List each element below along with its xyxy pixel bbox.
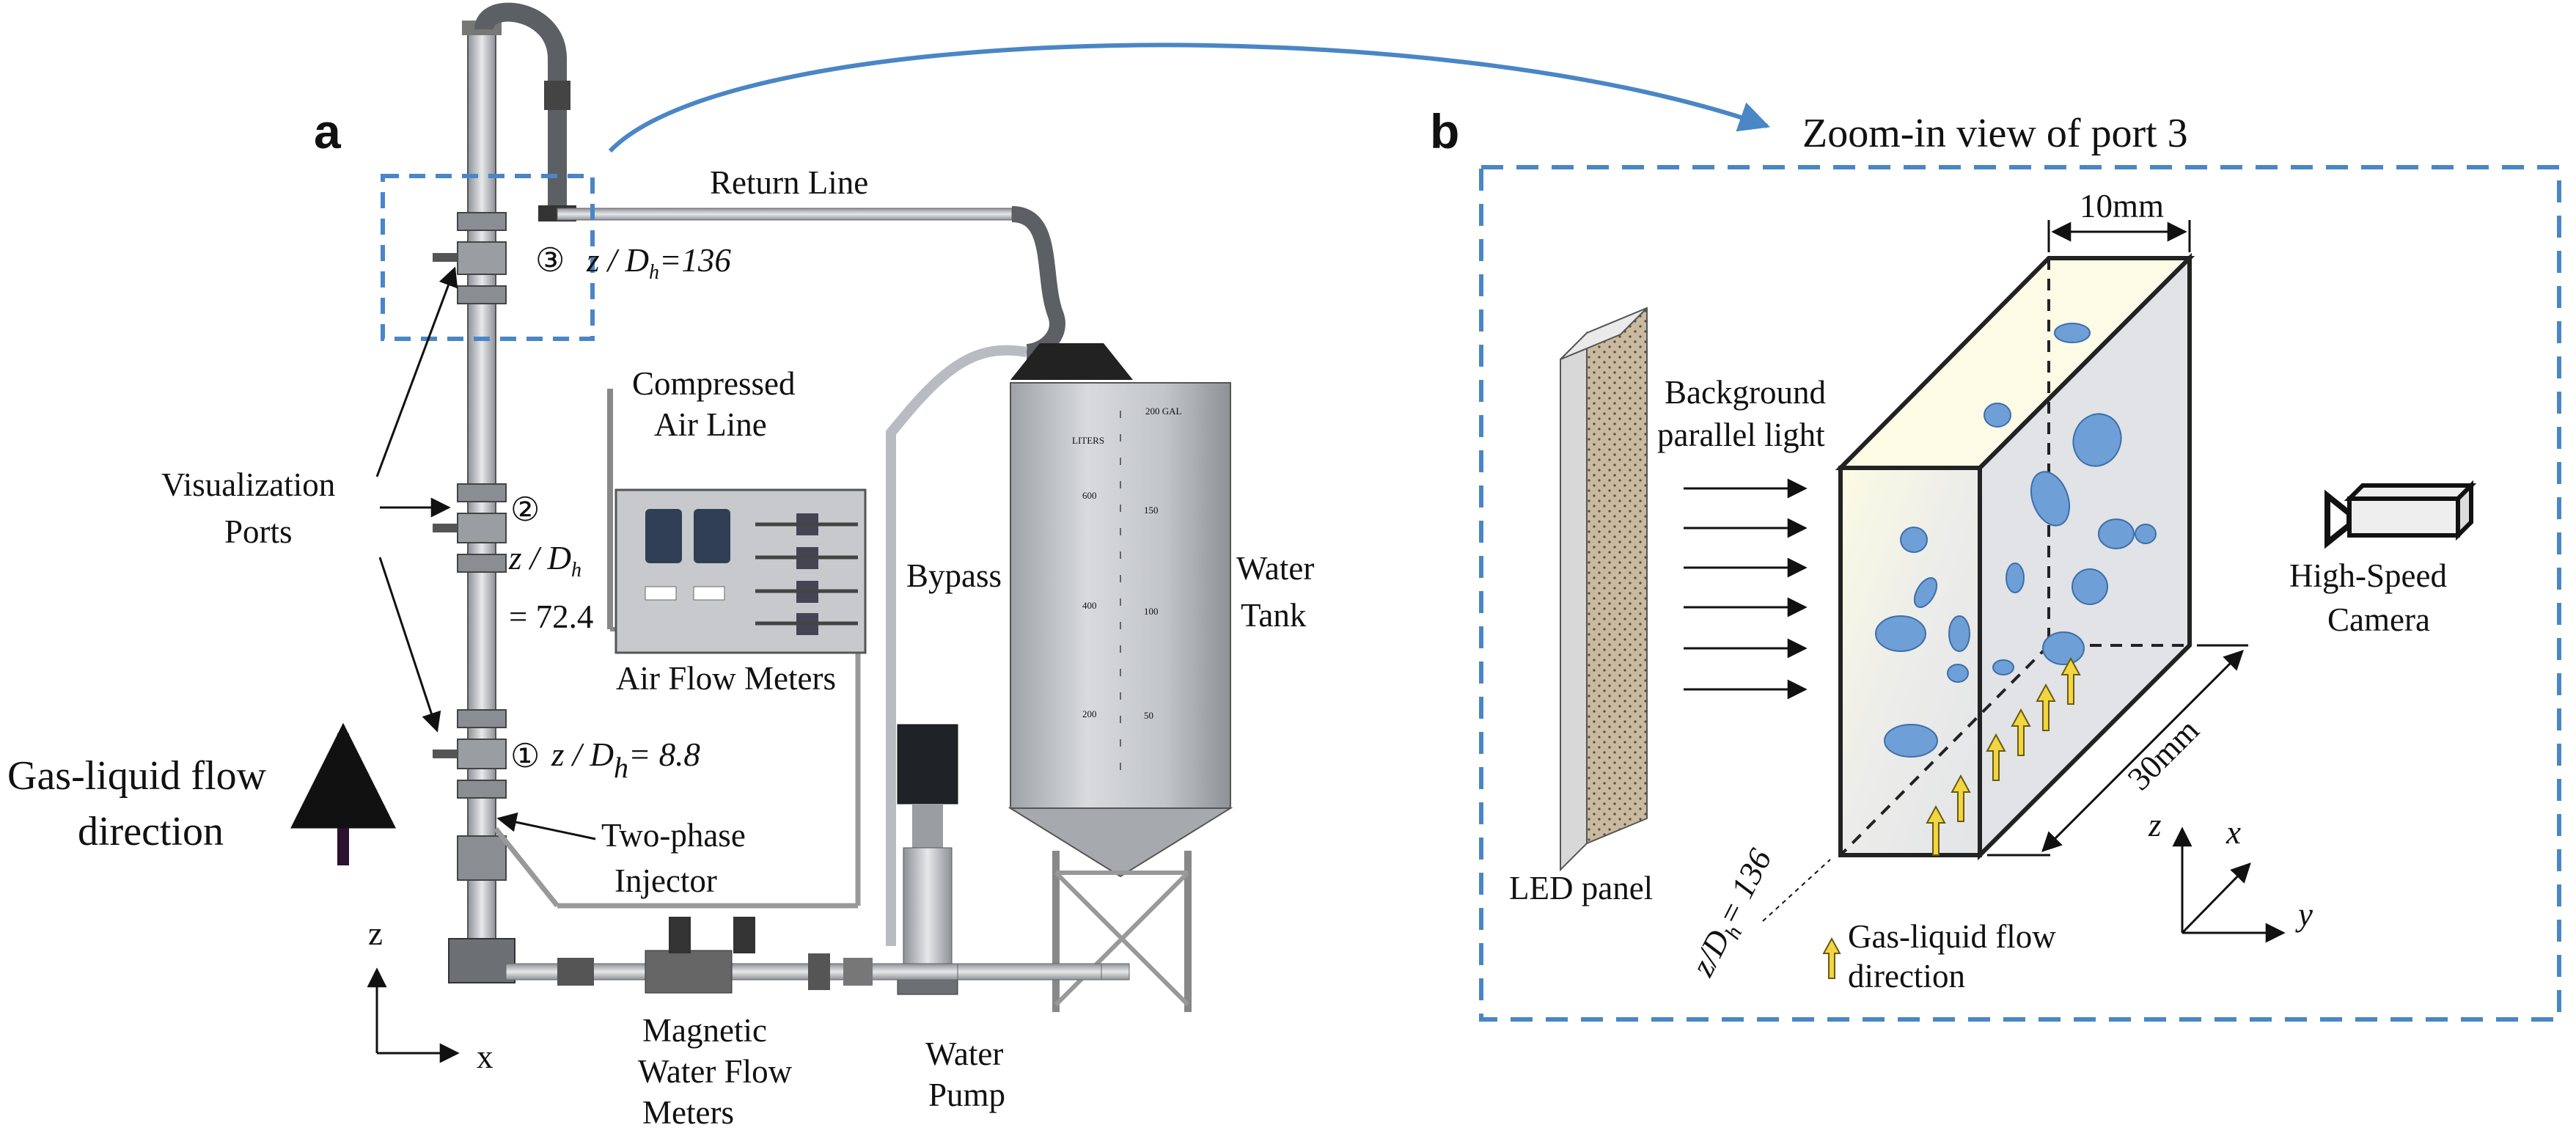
svg-text:600: 600 — [1082, 490, 1097, 501]
injector-arrow — [496, 812, 596, 840]
svg-text:z: z — [368, 915, 383, 952]
supply-pipe — [505, 917, 1130, 994]
port2-marker: ② — [510, 491, 540, 528]
panel-b-letter: b — [1430, 104, 1459, 158]
svg-text:100: 100 — [1144, 606, 1159, 617]
zoom-view-box — [1479, 165, 2561, 1022]
port1-label: z / Dh= 8.8 — [551, 736, 700, 784]
zoom-arrow — [608, 43, 1770, 153]
svg-text:10mm: 10mm — [2080, 188, 2164, 224]
svg-text:z/Dh= 136: z/Dh= 136 — [1684, 843, 1783, 985]
water-tank: 200 GAL LITERS 600 150 400 100 200 50 — [1008, 343, 1233, 1012]
port2-label: z / Dh — [508, 540, 581, 582]
svg-text:z: z — [2148, 807, 2162, 843]
svg-text:x: x — [2225, 814, 2241, 851]
port2-value: = 72.4 — [509, 598, 593, 635]
svg-text:400: 400 — [1082, 600, 1097, 611]
air-flow-meters-panel — [614, 488, 867, 654]
bypass-label: Bypass — [906, 557, 1002, 594]
panel-a-letter: a — [314, 104, 342, 158]
led-panel-label: LED panel — [1509, 870, 1653, 906]
svg-text:LITERS: LITERS — [1072, 435, 1104, 446]
svg-text:200: 200 — [1082, 708, 1097, 719]
z-dh-136-label: z/Dh= 136 — [1684, 843, 1831, 985]
light-rays — [1684, 478, 1808, 700]
flow-legend-arrow — [1822, 937, 1841, 979]
svg-text:150: 150 — [1144, 505, 1159, 516]
port3-label: z / Dh=136 — [586, 242, 731, 284]
svg-text:x: x — [477, 1038, 493, 1075]
svg-text:50: 50 — [1144, 710, 1153, 721]
port3-highlight-box — [381, 174, 595, 341]
vis-arrow-port3 — [375, 266, 458, 477]
led-panel — [1560, 307, 1648, 872]
return-line-label: Return Line — [710, 164, 868, 201]
test-section-channel — [1835, 252, 2195, 861]
air-flow-meters-label: Air Flow Meters — [616, 660, 836, 697]
high-speed-camera-icon — [2324, 480, 2477, 549]
water-pump — [897, 724, 958, 995]
bubbles — [1875, 323, 2157, 758]
vertical-riser-pipe — [433, 21, 515, 983]
svg-text:y: y — [2295, 896, 2313, 933]
port3-marker: ③ — [535, 242, 565, 279]
dimension-10mm: 10mm — [2047, 188, 2191, 252]
svg-text:200 GAL: 200 GAL — [1145, 406, 1182, 417]
bypass-pipe — [886, 345, 1028, 946]
axes-a: z x — [367, 915, 493, 1075]
vis-arrow-port1 — [378, 557, 441, 733]
panel-b-title: Zoom-in view of port 3 — [1802, 111, 2188, 156]
svg-text:30mm: 30mm — [2121, 711, 2206, 797]
port1-marker: ① — [510, 738, 540, 774]
axes-b: z x y — [2148, 807, 2313, 943]
